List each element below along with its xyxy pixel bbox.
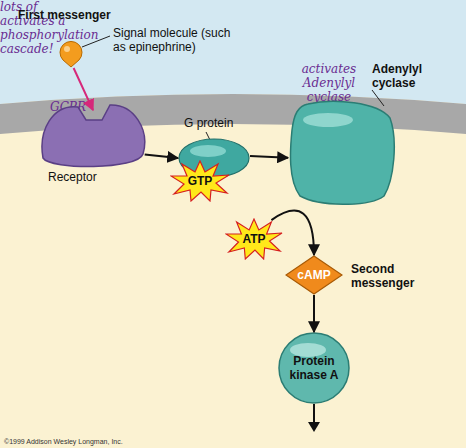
gtp-star: GTP (170, 160, 230, 202)
extracellular-space (0, 0, 466, 104)
node-text: Adenylyl cyclase (372, 62, 438, 90)
outline-svg (38, 100, 148, 168)
receptor-protein: GCPRReceptor (38, 100, 153, 186)
connector-arrow (74, 68, 93, 110)
outline-svg (288, 100, 396, 205)
outline-svg (58, 40, 84, 68)
connector-arrow (250, 156, 288, 158)
protein-kinase: Protein kinase A (278, 332, 350, 404)
node-text: Signal molecule (such as epinephrine) (113, 26, 243, 54)
node-outline (288, 100, 396, 205)
connector-arrow (313, 295, 315, 332)
node-text: ATP (225, 232, 283, 246)
node-text: Protein kinase A (284, 354, 344, 382)
node-text: activates Adenylyl cyclase (288, 62, 370, 104)
node-text: GTP (170, 174, 230, 188)
node-text: G protein (184, 116, 254, 130)
copyright-note: ©1999 Addison Wesley Longman, Inc. (4, 438, 204, 446)
node-text: Receptor (48, 170, 128, 184)
camp-diamond: cAMP Second messenger (285, 250, 445, 300)
node-outline (58, 40, 84, 68)
atp-star: ATP (225, 218, 283, 260)
signal-molecule: Signal molecule (such as epinephrine) (58, 26, 248, 70)
connector-arrow (145, 154, 178, 158)
heading-label: First messenger (18, 8, 158, 22)
downstream-arrow (313, 404, 315, 424)
connector-arrow (271, 211, 314, 255)
node-outline (38, 100, 148, 168)
arrow-head (308, 422, 320, 432)
node-text: Second messenger (351, 262, 441, 290)
leader-line (372, 90, 384, 106)
node-text: cAMP (285, 268, 343, 282)
adenylyl-cyclase: Adenylyl cyclaseactivates Adenylyl cycla… (288, 62, 438, 207)
